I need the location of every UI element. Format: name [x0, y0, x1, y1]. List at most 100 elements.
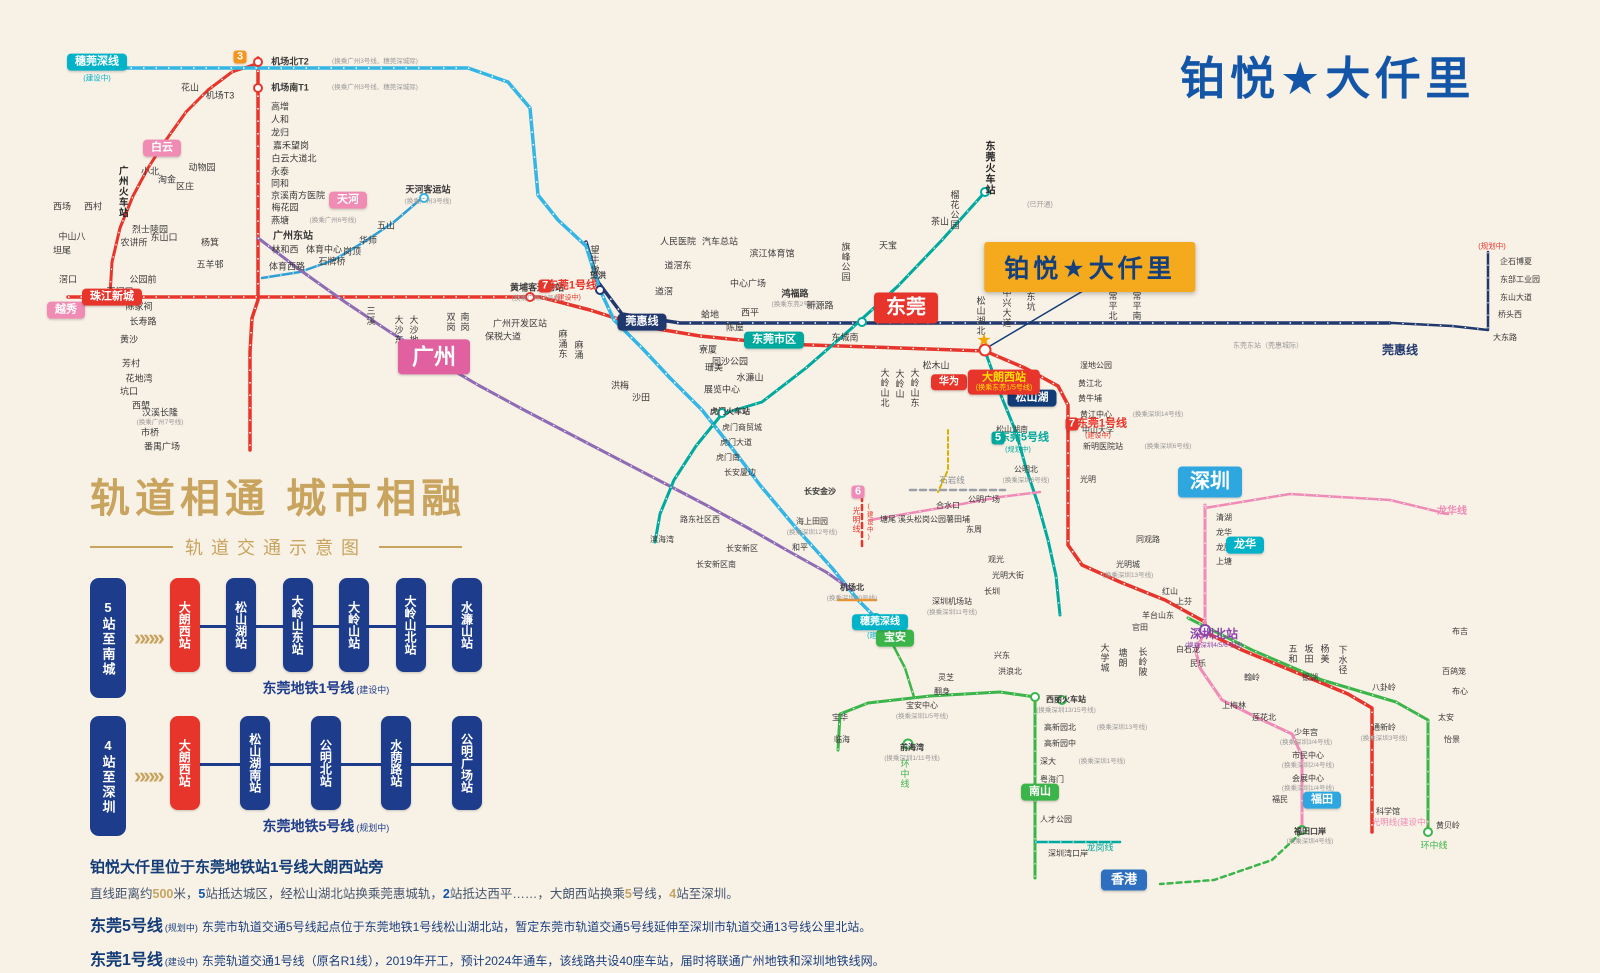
station-label: 松山湖北: [975, 296, 986, 336]
station-label: 人才公园: [1040, 815, 1072, 824]
station-label: 太安: [1438, 713, 1454, 722]
rich-text-segment: 4: [669, 887, 677, 901]
route-body: 大朗西站松山湖站大岭山东站大岭山站大岭山北站水濂山站 东莞地铁1号线(建设中): [169, 578, 482, 698]
station-label: 公明北: [1014, 465, 1038, 474]
station-label: 机场北T2: [271, 56, 309, 67]
station-label: 布心: [1452, 687, 1468, 696]
map-line-ticks-gz-tianhe-blue: [261, 197, 423, 279]
station-label: 滨江体育馆: [749, 248, 795, 259]
station-label: 寮厦: [698, 344, 718, 355]
interchange-node: [978, 343, 992, 357]
station-label: (换乘深圳13号线): [1096, 723, 1148, 731]
route-line-label: 东莞地铁1号线: [262, 680, 355, 696]
station-label: (换乘深圳20号线): [826, 594, 878, 602]
station-label: 嘉禾望岗: [272, 140, 310, 151]
notes-distance-line: 直线距离约500米，5站抵达城区，经松山湖北站换乘莞惠城轨，2站抵达西平……，大…: [90, 883, 940, 902]
station-label: 桥头西: [1498, 310, 1522, 319]
badge-text: 7: [541, 279, 549, 292]
station-label: 西场: [52, 201, 72, 212]
station-label: 同观路: [1136, 535, 1160, 544]
station-label: 虎门大道: [720, 438, 752, 447]
rich-text-segment: 直线距离约: [90, 887, 153, 901]
station-label: (建设中): [1085, 432, 1111, 440]
interchange-node: [1057, 695, 1067, 705]
rich-text-segment: 米，: [173, 887, 199, 901]
notes-line1-paragraph: 东莞1号线(建设中)东莞轨道交通1号线（原名R1线），2019年开工，预计202…: [90, 946, 940, 970]
map-area-badge: 龙华: [1226, 536, 1264, 554]
station-label: 白云大道北: [271, 153, 317, 164]
station-label: 东莞1号线: [1076, 417, 1128, 430]
station-label: (换乘深圳3号线): [1360, 734, 1408, 742]
badge-text: 龙华: [1234, 538, 1256, 551]
station-label: 白石龙: [1176, 645, 1200, 654]
badge-text: 6: [854, 485, 862, 498]
map-area-badge: 宝安: [876, 629, 914, 647]
rich-text-segment: 站抵达西平……，大朗西站换乘: [449, 887, 625, 901]
station-label: (换乘深圳11号线): [926, 608, 978, 616]
station-label: 烈士陵园: [131, 224, 169, 235]
line5-body: 东莞市轨道交通5号线起点位于东莞地铁1号线松山湖北站，暂定东莞市轨道交通5号线延…: [201, 920, 872, 934]
route-station-pill: 松山湖南站: [240, 716, 271, 810]
interchange-node: [980, 187, 990, 197]
badge-text: 广州: [411, 344, 457, 370]
station-label: 东城南: [831, 332, 859, 343]
interchange-node: [857, 317, 867, 327]
station-label: 陈家祠: [125, 301, 153, 312]
station-label: 广州东站: [273, 231, 313, 242]
map-line-ticks-dongguan-line1-south: [984, 350, 1373, 832]
badge-text: 3: [236, 50, 244, 63]
station-label: 深圳机场站: [932, 597, 972, 606]
station-label: 环中线: [899, 759, 910, 789]
station-label: 科学馆: [1376, 807, 1400, 816]
route-stations: 大朗西站松山湖站大岭山东站大岭山站大岭山北站水濂山站: [169, 578, 482, 672]
badge-text: 穗莞深线: [860, 616, 900, 628]
station-label: 茶山: [930, 216, 950, 227]
station-label: 体育中心: [305, 244, 343, 255]
station-label: 望洪: [590, 271, 606, 280]
info-panel: 轨道相通 城市相融 轨道交通示意图 5站至南城 »»» 大朗西站松山湖站大岭山东…: [90, 466, 950, 973]
station-label: 羊台山东: [1142, 611, 1174, 620]
station-label: 南岗: [459, 312, 470, 332]
station-label: 常平北: [1107, 291, 1118, 321]
station-label: (换乘深圳6号线): [1144, 442, 1192, 450]
map-line-dg-yellow: [937, 429, 949, 493]
station-label: 黄埔客运港站: [509, 282, 565, 293]
map-area-badge: 穗莞深线: [852, 614, 908, 630]
rich-text-segment: 站抵达城区，经松山湖北站换乘莞惠城轨，: [205, 887, 443, 901]
station-label: 松岗公园: [914, 515, 946, 524]
route-line-status: (规划中): [356, 823, 390, 833]
badge-text: 华为: [939, 376, 959, 388]
station-label: 上塘: [1216, 557, 1232, 566]
badge-text: 莞惠线: [625, 315, 659, 328]
route-arrows-icon: »»»: [134, 625, 165, 650]
station-label: 企石博夏: [1500, 257, 1532, 266]
station-label: 天河客运站: [405, 184, 451, 195]
route-line-status: (建设中): [356, 685, 390, 695]
station-label: 旗峰公园: [840, 242, 851, 282]
station-label: 林和西: [271, 244, 299, 255]
station-label: 坑口: [119, 386, 139, 397]
station-label: 长安金沙: [804, 487, 836, 496]
station-label: 东莞东站（莞惠城际）: [1233, 342, 1303, 350]
interchange-node: [1297, 825, 1307, 835]
notes-headline: 铂悦大仟里位于东莞地铁站1号线大朗西站旁: [90, 859, 384, 876]
station-label: 塘朗: [1117, 648, 1128, 668]
station-label: (建设中): [555, 294, 581, 302]
map-line-ticks-sz-green-spur: [892, 644, 915, 698]
station-label: 石牌桥: [318, 256, 346, 267]
station-label: 杨箕: [200, 237, 220, 248]
station-label: 光明大街: [992, 571, 1024, 580]
rich-text-segment: 5: [624, 887, 632, 901]
station-label: 华师: [358, 235, 378, 246]
rich-text-segment: 500: [152, 887, 174, 901]
station-label: (换乘深圳4号线): [1286, 837, 1334, 845]
station-label: 湿地公园: [1080, 361, 1112, 370]
station-label: (换乘深圳12号线): [786, 528, 838, 536]
badge-subtext: (换乘东莞1/5号线): [975, 384, 1033, 392]
map-line-hk-link: [1158, 830, 1304, 886]
route-body: 大朗西站松山湖南站公明北站水荫路站公明广场站 东莞地铁5号线(规划中): [169, 716, 482, 836]
station-label: 水濂山: [736, 372, 764, 383]
map-line-dongguan-line2: [653, 190, 987, 544]
station-label: 西丽火车站: [1046, 695, 1086, 704]
